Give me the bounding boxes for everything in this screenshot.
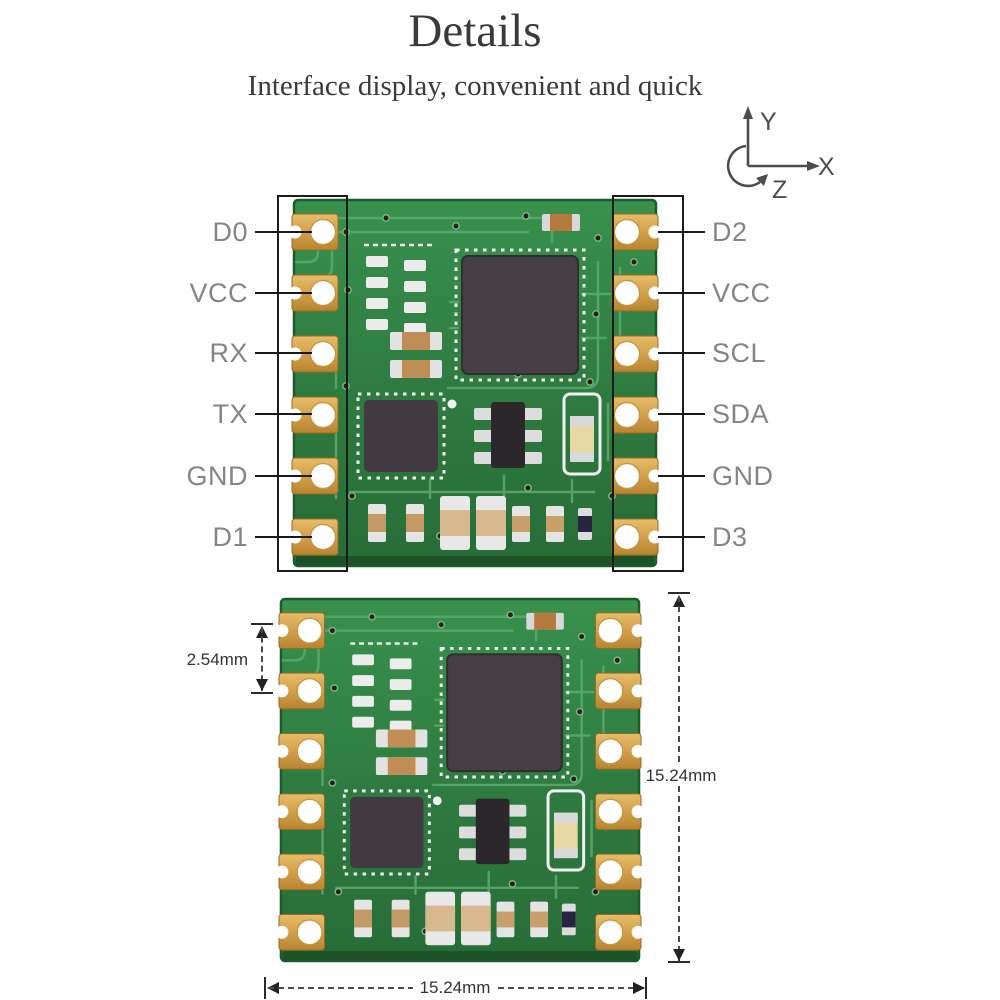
pin-label: RX (209, 337, 248, 368)
pin-row-rx: RX (140, 336, 312, 370)
pcb-photo-bottom (277, 597, 643, 963)
pin-label: VCC (189, 277, 248, 308)
pin-label: GND (712, 460, 774, 491)
leader-line (658, 292, 705, 294)
pin-label: D0 (212, 216, 248, 247)
leader-line (658, 231, 705, 233)
pin-row-sda: SDA (658, 397, 769, 431)
pin-label: GND (186, 460, 248, 491)
page-subtitle: Interface display, convenient and quick (247, 69, 703, 102)
pin-pitch-label: 2.54mm (170, 650, 248, 670)
leader-line (255, 231, 312, 233)
right-pin-bracket (612, 195, 684, 572)
axis-z-label: Z (772, 176, 787, 204)
pin-label: D3 (712, 521, 748, 552)
leader-line (658, 475, 705, 477)
leader-line (658, 536, 705, 538)
axis-indicator-icon: Y X Z (726, 106, 835, 204)
pin-row-d1: D1 (140, 520, 312, 554)
board-height-label: 15.24mm (643, 766, 719, 786)
pin-row-d2: D2 (658, 215, 748, 249)
pin-row-vcc-left: VCC (140, 276, 312, 310)
pin-row-d3: D3 (658, 520, 748, 554)
pin-row-d0: D0 (140, 215, 312, 249)
axis-y-label: Y (760, 108, 777, 136)
leader-line (255, 536, 312, 538)
pin-label: D1 (212, 521, 248, 552)
pin-row-vcc-right: VCC (658, 276, 771, 310)
leader-line (658, 413, 705, 415)
pin-row-gnd-right: GND (658, 459, 774, 493)
leader-line (255, 413, 312, 415)
left-pin-bracket (277, 195, 348, 572)
leader-line (658, 352, 705, 354)
pin-label: SDA (712, 398, 770, 429)
pin-label: D2 (712, 216, 748, 247)
pin-label: VCC (712, 277, 771, 308)
pin-row-tx: TX (140, 397, 312, 431)
board-width-label: 15.24mm (413, 978, 497, 998)
axis-x-label: X (818, 153, 835, 181)
pin-label: SCL (712, 337, 767, 368)
pin-row-scl: SCL (658, 336, 766, 370)
leader-line (255, 292, 312, 294)
page-header: Details Interface display, convenient an… (0, 5, 950, 103)
page-title: Details (408, 5, 542, 57)
pin-row-gnd-left: GND (140, 459, 312, 493)
pin-label: TX (212, 398, 248, 429)
leader-line (255, 352, 312, 354)
leader-line (255, 475, 312, 477)
